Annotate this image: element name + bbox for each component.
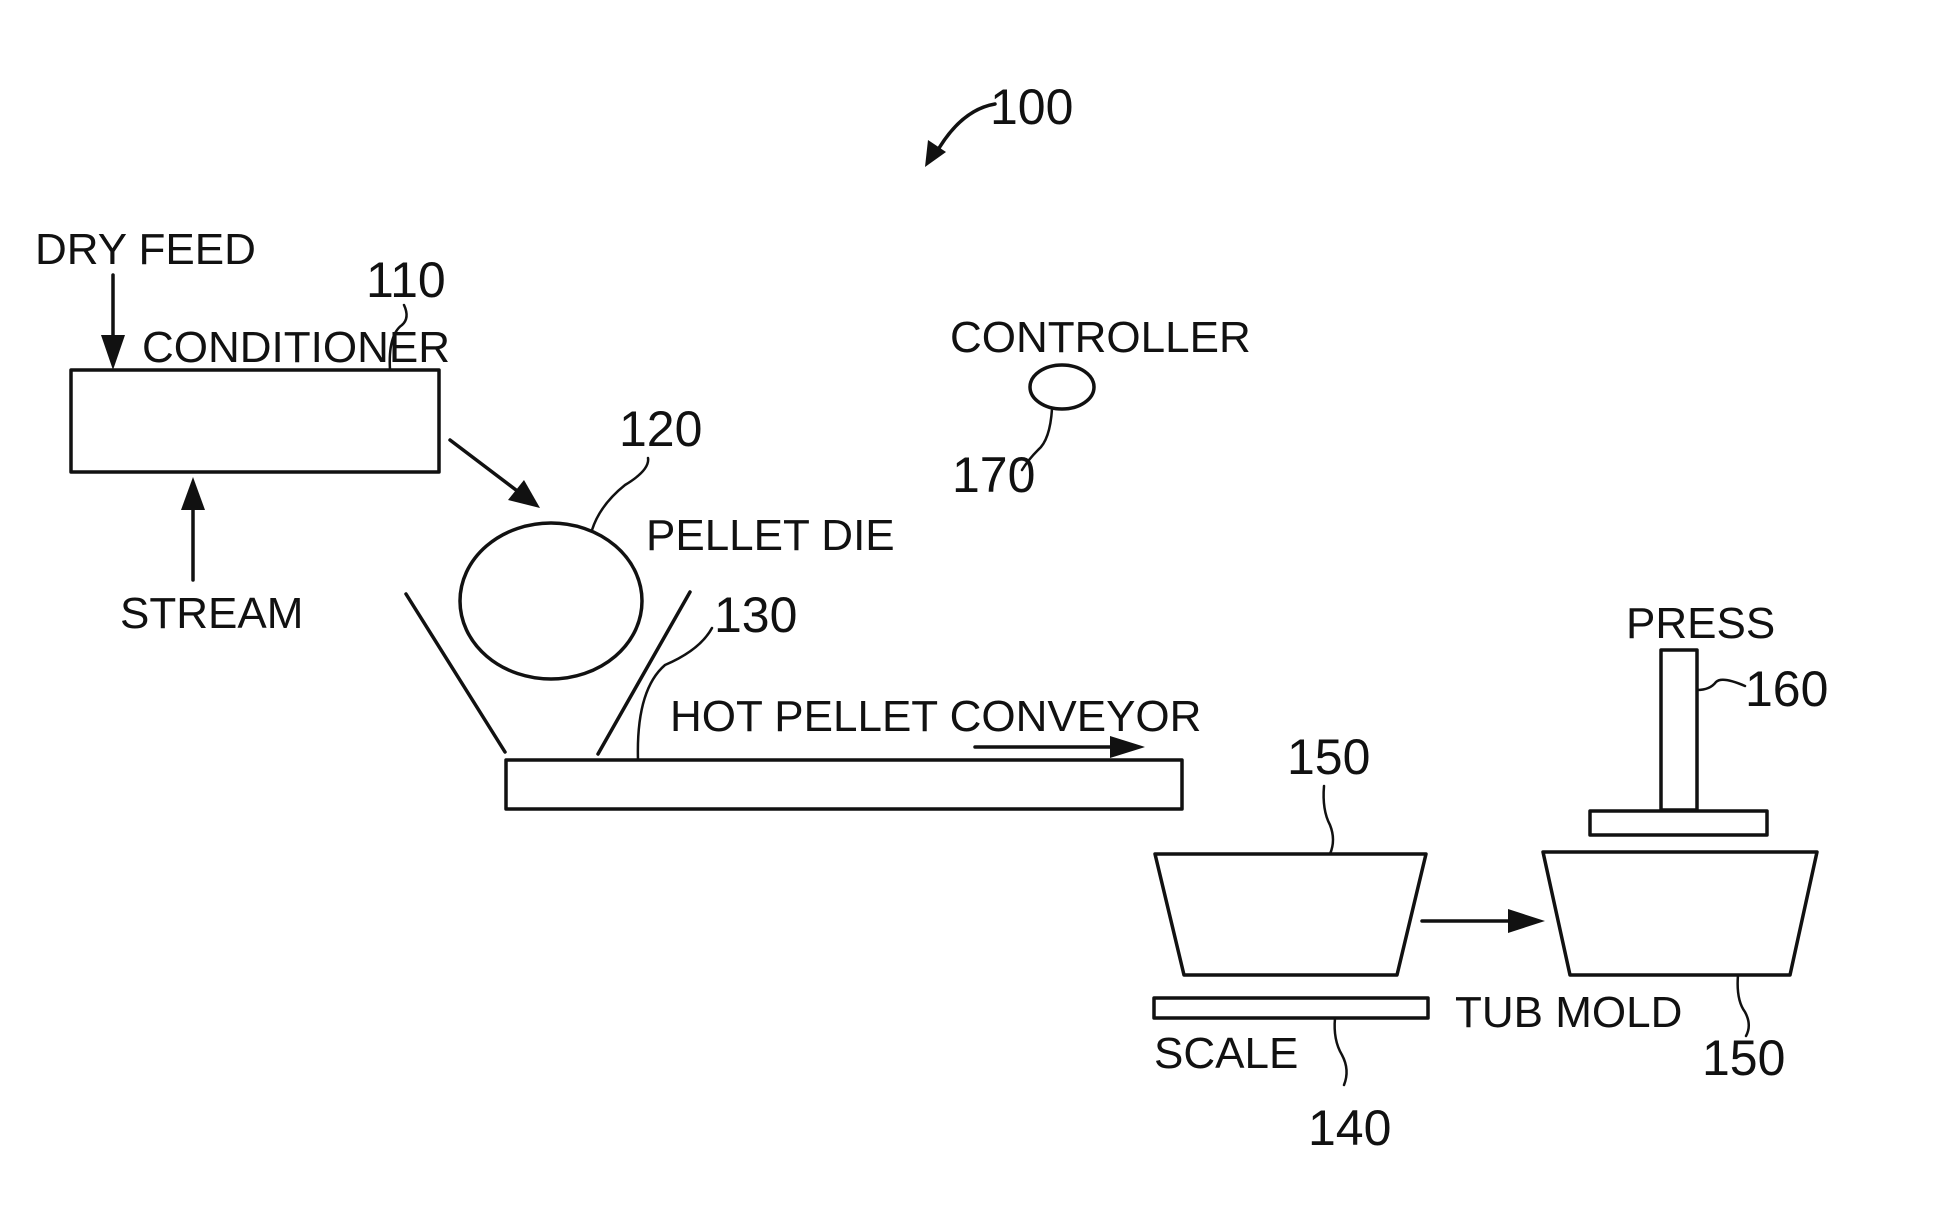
scale-leader-line xyxy=(1335,1018,1347,1085)
press-ref-number: 160 xyxy=(1745,661,1828,717)
press-ram xyxy=(1661,650,1697,810)
scale-label: SCALE xyxy=(1154,1029,1298,1078)
scale-platform xyxy=(1154,998,1428,1018)
pellet-die-circle xyxy=(460,523,642,679)
tub-mold-right-leader-line xyxy=(1738,975,1749,1036)
tub-mold-left-ref-number: 150 xyxy=(1287,729,1370,785)
tub-mold-left: 150 xyxy=(1155,729,1426,975)
system-ref-number: 100 xyxy=(990,79,1073,135)
stream-input: STREAM xyxy=(120,477,303,638)
tub-mold-right: 150 xyxy=(1543,852,1817,1086)
conveyor-label: HOT PELLET CONVEYOR xyxy=(670,692,1201,741)
scale-ref-number: 140 xyxy=(1308,1100,1391,1156)
conditioner-box xyxy=(71,370,439,472)
tub-mold-right-ref-number: 150 xyxy=(1702,1030,1785,1086)
controller-node xyxy=(1030,365,1094,409)
dry-feed-arrowhead xyxy=(101,335,125,370)
pellet-die-leader-line xyxy=(592,458,648,530)
conditioner-label: CONDITIONER xyxy=(142,323,450,372)
conditioner: CONDITIONER 110 xyxy=(71,252,450,472)
press-label: PRESS xyxy=(1626,599,1775,648)
scale: SCALE 140 xyxy=(1154,998,1428,1156)
tub-mold-left-shape xyxy=(1155,854,1426,975)
conditioner-to-die-line xyxy=(450,440,520,493)
conveyor-ref-number: 130 xyxy=(714,587,797,643)
controller-ref-number: 170 xyxy=(952,447,1035,503)
controller: CONTROLLER 170 xyxy=(950,313,1251,503)
pellet-die-label: PELLET DIE xyxy=(646,511,895,560)
dry-feed-label: DRY FEED xyxy=(35,225,256,274)
conveyor-belt xyxy=(506,760,1182,809)
press: PRESS 160 xyxy=(1590,599,1828,835)
stream-arrowhead xyxy=(181,477,205,510)
hot-pellet-conveyor: 130 HOT PELLET CONVEYOR xyxy=(506,587,1201,809)
tub-mold-right-shape xyxy=(1543,852,1817,975)
system-reference: 100 xyxy=(925,79,1073,167)
press-plate xyxy=(1590,811,1767,835)
mold-transfer-arrowhead xyxy=(1508,909,1545,933)
conditioner-to-die-arrow xyxy=(450,440,540,508)
hopper-left-guide xyxy=(406,594,505,752)
mold-transfer-arrow xyxy=(1422,909,1545,933)
press-leader-line xyxy=(1697,680,1745,690)
pellet-die-ref-number: 120 xyxy=(619,401,702,457)
tub-mold-label: TUB MOLD xyxy=(1455,988,1682,1037)
tub-mold-left-leader-line xyxy=(1324,786,1333,854)
pellet-die: 120 PELLET DIE xyxy=(460,401,895,679)
conditioner-to-die-arrowhead xyxy=(508,480,540,508)
system-ref-arrow-line xyxy=(935,104,995,155)
stream-label: STREAM xyxy=(120,589,303,638)
controller-label: CONTROLLER xyxy=(950,313,1251,362)
conditioner-ref-number: 110 xyxy=(366,252,446,308)
